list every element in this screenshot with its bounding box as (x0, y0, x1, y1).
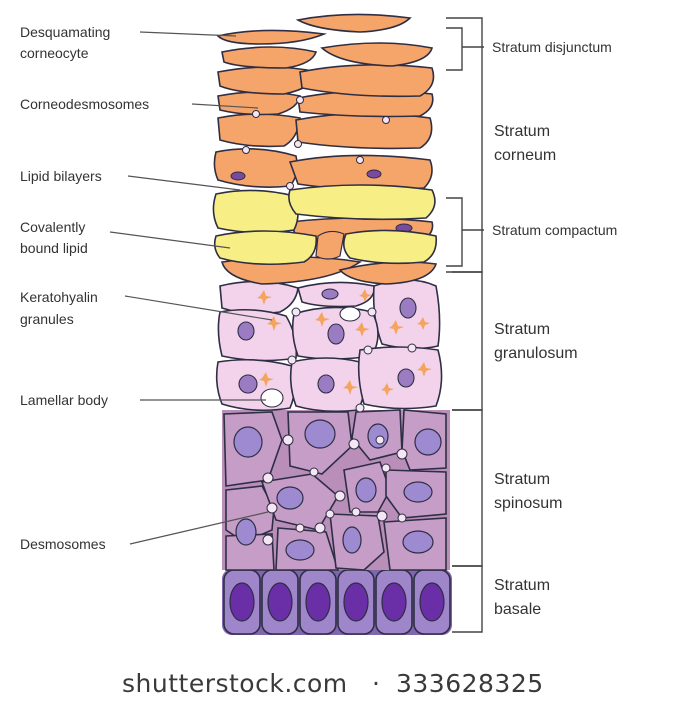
label-desquamating: Desquamating (20, 24, 110, 40)
lamellar-body-group (260, 306, 361, 408)
label-stratum-corneum-1: Stratum (494, 123, 550, 140)
stratum-basale-cells (222, 569, 452, 635)
label-desmosomes: Desmosomes (20, 536, 106, 552)
label-corneocyte: corneocyte (20, 45, 89, 61)
label-covalently: Covalently (20, 219, 85, 235)
label-stratum-basale-1: Stratum (494, 577, 550, 594)
granular-nucleus-group (237, 288, 417, 394)
desmosome-group (262, 434, 408, 546)
watermark-id: 333628325 (396, 669, 544, 698)
label-keratohyalin: Keratohyalin (20, 289, 98, 305)
label-lipid-bilayers: Lipid bilayers (20, 168, 102, 184)
watermark-separator: · (372, 669, 380, 698)
label-bound-lipid: bound lipid (20, 240, 88, 256)
stratum-spinosum-cells (222, 409, 450, 571)
label-lamellar-body: Lamellar body (20, 392, 108, 408)
granular-desmosome-group (287, 307, 417, 413)
stratum-granulosum-cells (215, 279, 443, 413)
label-stratum-corneum-2: corneum (494, 147, 556, 164)
label-corneodesmosomes: Corneodesmosomes (20, 96, 149, 112)
label-stratum-compactum: Stratum compactum (492, 222, 617, 238)
label-stratum-spinosum-1: Stratum (494, 471, 550, 488)
watermark-site: shutterstock.com (122, 669, 348, 698)
label-stratum-basale-2: basale (494, 601, 541, 618)
right-brackets (446, 17, 484, 633)
label-granules: granules (20, 311, 74, 327)
right-label-group: Stratum disjunctum Stratum corneum Strat… (492, 39, 617, 618)
left-leader-lines (109, 31, 273, 545)
stratum-compactum-cells (212, 184, 438, 266)
corneocyte-remnant-nuclei (230, 169, 413, 233)
keratohyalin-granule-group (257, 289, 432, 396)
basal-nucleus-group (229, 582, 445, 622)
corneodesmosome-group (242, 96, 390, 190)
watermark-bar: shutterstock.com · 333628325 (122, 669, 544, 698)
label-stratum-granulosum-2: granulosum (494, 345, 578, 362)
label-stratum-spinosum-2: spinosum (494, 495, 562, 512)
label-stratum-granulosum-1: Stratum (494, 321, 550, 338)
left-label-group: Desquamating corneocyte Corneodesmosomes… (20, 24, 149, 552)
label-stratum-disjunctum: Stratum disjunctum (492, 39, 612, 55)
